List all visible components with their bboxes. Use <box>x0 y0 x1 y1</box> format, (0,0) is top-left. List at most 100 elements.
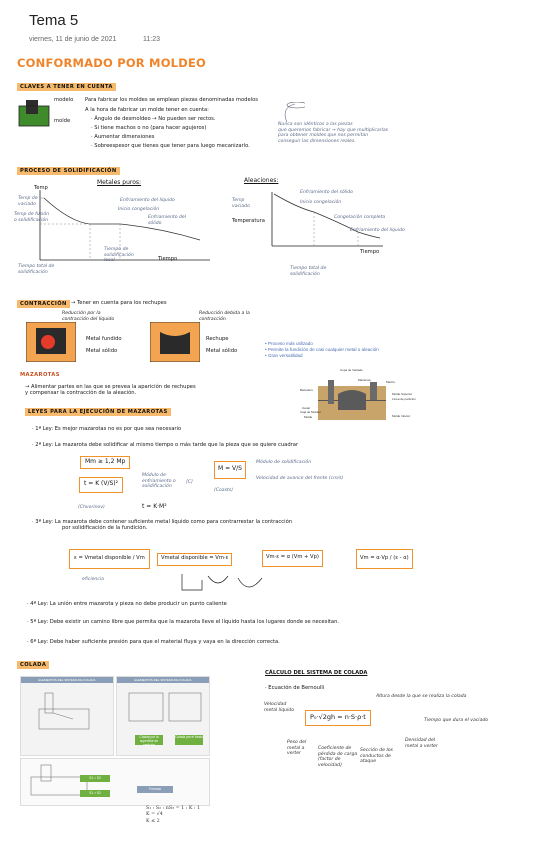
formula-vm-eps: Vm·ε = α (Vm + Vp) <box>262 550 323 567</box>
alloy-note: Temp vaciado <box>232 198 250 209</box>
eq-line: K = √4 <box>146 812 163 818</box>
page-date: viernes, 11 de junio de 2021 <box>29 36 117 43</box>
ley-3: · 3ª Ley: La mazarota debe contener sufi… <box>32 519 293 532</box>
claves-line: Para fabricar los moldes se emplean piez… <box>85 97 258 103</box>
formula-note: Módulo de solidificación <box>256 460 312 465</box>
diag-label: Molde Superior <box>392 392 413 396</box>
formula-note: (Chvorinov) <box>78 505 105 510</box>
shrink-sketch-2 <box>150 322 200 362</box>
ley-2: · 2ª Ley: La mazarota debe solidificar a… <box>32 442 299 448</box>
shrink-sketch-1 <box>26 322 76 362</box>
pure-note: Enfriamiento del sólido <box>148 215 186 226</box>
pure-metal-chart <box>39 190 210 261</box>
gating-sketch <box>38 692 90 730</box>
ley-5: · 5ª Ley: Debe existir un camino libre q… <box>27 619 340 625</box>
formula-note: [C] <box>186 480 193 485</box>
colada-figure-1: ELEMENTOS DEL SISTEMA DE COLADA <box>20 676 114 756</box>
bullet: • Gran versatilidad <box>265 352 303 358</box>
main-heading: CONFORMADO POR MOLDEO <box>17 56 206 70</box>
diag-label: Bebedero <box>300 388 314 392</box>
colada-note: Sección de los conductos de ataque <box>360 748 393 764</box>
heading-contraccion: CONTRACCIÓN <box>17 300 70 308</box>
page-time: 11:23 <box>143 36 160 43</box>
contraccion-note: Reducción debida a la contracción <box>199 311 250 322</box>
diag-label: Canal <box>302 406 310 410</box>
formula-chvorinov: t = K (V/S)² <box>79 477 124 493</box>
formula-vm: Vm = α·Vp / (ε - α) <box>356 549 413 569</box>
alloy-xlabel: Tiempo <box>360 249 380 255</box>
formula-tkm: t = K·M² <box>142 503 167 510</box>
ley3-line: · 3ª Ley: La mazarota debe contener sufi… <box>32 519 293 525</box>
mazarotas-intro: → Alimentar partes en las que se prevea … <box>25 384 196 397</box>
note-line: conseguir las dimensiones reales. <box>278 138 356 144</box>
ratio-badge-1: S1 = S2 <box>80 775 110 782</box>
alloy-chart <box>271 192 383 247</box>
diag-label: Molde <box>304 415 313 419</box>
contraccion-note: Metal fundido <box>86 336 122 342</box>
diag-label: Macho <box>386 380 396 384</box>
pure-ylabel: Temp <box>34 185 48 191</box>
alloy-note: Congelación completa <box>334 215 386 220</box>
contraccion-note: Metal sólido <box>206 348 238 354</box>
ley3-line: por solidificación de la fundición. <box>62 524 148 531</box>
claves-note: Nunca son idénticos a las piezas que que… <box>278 122 388 144</box>
note-line: Nunca son idénticos a las piezas <box>278 122 353 127</box>
heading-claves: CLAVES A TENER EN CUENTA <box>17 83 116 91</box>
label-modelo: modelo <box>54 97 74 103</box>
eq-line: S₁ : S₂ : nS₃ = 1 : K : 1 <box>146 806 201 811</box>
diag-label: Mazarota <box>358 378 371 382</box>
mold-sketch <box>18 100 50 127</box>
ratio-badge-2: S1 > S2 <box>80 790 110 797</box>
alloy-note: Enfriamiento del líquido <box>350 228 405 233</box>
intro-line: y compensar la contracción de la aleació… <box>25 389 137 396</box>
formula-eficiencia: ε = Vmetal disponible / Vm <box>69 549 150 569</box>
alloy-title: Aleaciones: <box>244 177 279 184</box>
contraccion-intro: → Tener en cuenta para los rechupes <box>71 300 167 306</box>
colada-note: Peso del metal a verter <box>287 740 307 756</box>
pure-note: Temp de vaciado <box>18 196 38 207</box>
diag-label: Copa de Vaciado <box>340 368 363 372</box>
eficiencia-label: eficiencia <box>82 577 104 582</box>
ratio-badge-3: Fórmula <box>137 786 173 793</box>
colada-note: Velocidad metal líquido <box>264 702 295 713</box>
eq-line: K ≤ 2 <box>146 818 160 824</box>
alloy-note: Tiempo total de solidificación <box>290 266 327 277</box>
diag-label: Caja de Moldeo <box>300 410 322 414</box>
pure-title: Metales puros: <box>97 179 142 186</box>
pure-note: Inicio congelación <box>118 207 160 212</box>
colada-btn-2: Colada por el fondo <box>175 735 203 745</box>
pure-note: Tiempo total de solidificación <box>18 264 55 275</box>
casting-mold-diagram <box>318 380 386 420</box>
figure-header: ELEMENTOS DEL SISTEMA DE COLADA <box>117 677 209 683</box>
contraccion-bullets: • Proceso más utilizado • Permite la fun… <box>265 341 379 359</box>
colada-note: Coeficiente de pérdida de carga (factor … <box>318 746 358 768</box>
claves-line: A la hora de fabricar un molde tener en … <box>85 106 209 113</box>
claves-text: Para fabricar los moldes se emplean piez… <box>85 97 258 150</box>
bernoulli-equation: P₀·√2gh = n·S·ρ·t <box>305 710 371 726</box>
colada-btn-1: Colada por la superficie de partición <box>135 735 163 747</box>
label-molde: molde <box>54 118 71 124</box>
colada-figure-3 <box>20 758 210 806</box>
pure-xlabel: Tiempo <box>158 256 178 262</box>
heading-mazarotas: MAZAROTAS <box>20 372 60 378</box>
casting-labels: Copa de Vaciado Mazarota Macho Molde Sup… <box>300 364 420 424</box>
gating-sketch <box>128 692 202 722</box>
ratio-equations: S₁ : S₂ : nS₃ = 1 : K : 1 K = √4 K ≤ 2 <box>146 806 200 825</box>
ley-4: · 4ª Ley: La unión entre mazarota y piez… <box>27 601 227 607</box>
note-line: para obtener moldes que nos permitan <box>278 133 369 138</box>
claves-line: · Aumentar dimensiones <box>91 133 155 140</box>
heading-leyes: LEYES PARA LA EJECUCIÓN DE MAZAROTAS <box>25 408 171 416</box>
intro-line: → Alimentar partes en las que se prevea … <box>25 384 196 390</box>
formula-note: (Coasts) <box>214 488 234 493</box>
page-title: Tema 5 <box>29 12 79 29</box>
bullet: • Proceso más utilizado <box>265 341 313 346</box>
alloy-ylabel: Temperatura <box>232 218 265 224</box>
pure-note: Enfriamiento del líquido <box>120 198 175 203</box>
formula-note: Velocidad de avance del frente (cm/s) <box>256 476 344 481</box>
colada-note: Densidad del metal a verter <box>405 738 438 749</box>
bullet: • Permite la fundición de casi cualquier… <box>265 346 379 352</box>
ley-6: · 6ª Ley: Debe haber suficiente presión … <box>27 639 280 645</box>
note-line: que queremos fabricar → hay que multipli… <box>278 127 389 133</box>
claves-line: · Si tiene machos o no (para hacer aguje… <box>91 124 207 131</box>
alloy-note: Inicio congelación <box>300 200 342 205</box>
